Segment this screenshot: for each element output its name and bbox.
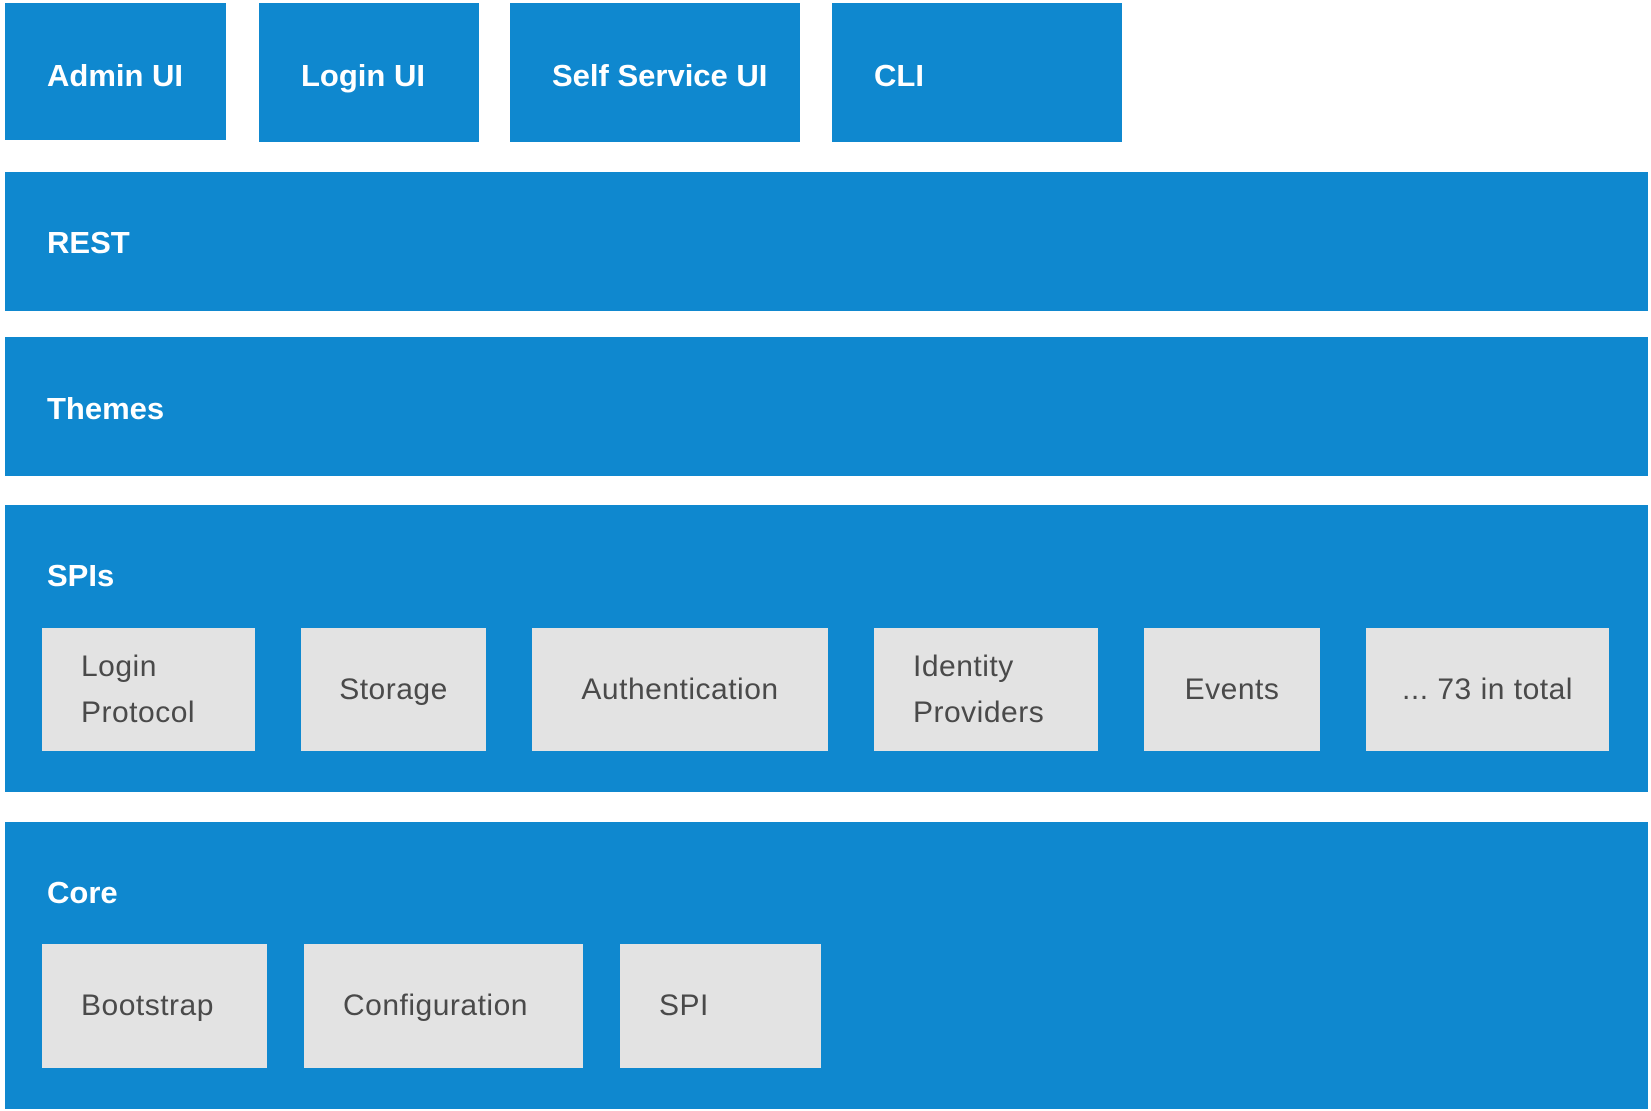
- spi-events-label: Events: [1184, 672, 1280, 706]
- self-service-ui-label: Self Service UI: [552, 58, 768, 93]
- spi-identity-providers-label: Identity Providers: [913, 649, 1045, 729]
- cli-label: CLI: [874, 58, 924, 93]
- spi-storage: Storage: [301, 628, 486, 751]
- admin-ui-box: Admin UI: [5, 3, 226, 140]
- themes-layer: Themes: [5, 337, 1648, 476]
- themes-label: Themes: [47, 391, 165, 426]
- core-configuration-label: Configuration: [343, 989, 528, 1022]
- spi-login-protocol: Login Protocol: [42, 628, 255, 751]
- core-configuration: Configuration: [304, 944, 583, 1068]
- spi-storage-label: Storage: [339, 672, 448, 706]
- spi-identity-providers: Identity Providers: [874, 628, 1098, 751]
- core-spi: SPI: [620, 944, 821, 1068]
- spi-login-protocol-label: Login Protocol: [81, 649, 196, 729]
- spi-more-label: ... 73 in total: [1402, 672, 1573, 706]
- core-spi-label: SPI: [659, 989, 709, 1022]
- spi-authentication: Authentication: [532, 628, 828, 751]
- spis-label: SPIs: [47, 558, 115, 593]
- login-ui-label: Login UI: [301, 58, 425, 93]
- core-bootstrap: Bootstrap: [42, 944, 267, 1068]
- spi-more: ... 73 in total: [1366, 628, 1609, 751]
- admin-ui-label: Admin UI: [47, 58, 184, 93]
- cli-box: CLI: [832, 3, 1122, 142]
- rest-label: REST: [47, 225, 130, 260]
- self-service-ui-box: Self Service UI: [510, 3, 800, 142]
- rest-layer: REST: [5, 172, 1648, 311]
- spi-authentication-label: Authentication: [581, 672, 779, 706]
- core-layer: Core: [5, 822, 1648, 1109]
- core-bootstrap-label: Bootstrap: [81, 989, 214, 1022]
- login-ui-box: Login UI: [259, 3, 479, 142]
- core-label: Core: [47, 875, 118, 910]
- spi-events: Events: [1144, 628, 1320, 751]
